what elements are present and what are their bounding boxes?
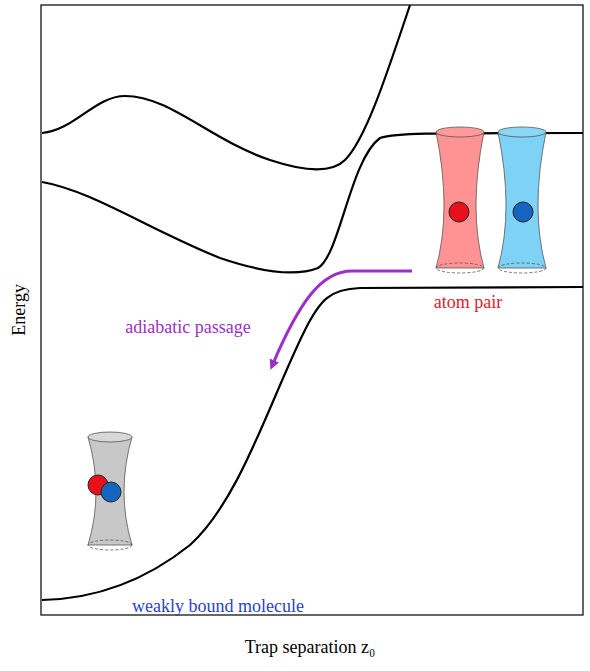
blue-tweezer bbox=[498, 127, 546, 273]
state-label: weakly bound molecule bbox=[132, 597, 304, 617]
axis-label: Trap separation z₀ bbox=[245, 638, 376, 658]
middle-curve bbox=[42, 133, 583, 272]
state-label: atom pair bbox=[434, 293, 502, 313]
lowest-curve bbox=[42, 287, 583, 600]
axis-label: Energy bbox=[10, 284, 30, 336]
passage-arrow bbox=[272, 271, 412, 366]
red-tweezer bbox=[436, 127, 484, 273]
plot-frame bbox=[41, 5, 583, 615]
process-label: adiabatic passage bbox=[125, 318, 250, 338]
molecule-tweezer bbox=[88, 432, 132, 550]
upper-curve bbox=[42, 5, 410, 169]
